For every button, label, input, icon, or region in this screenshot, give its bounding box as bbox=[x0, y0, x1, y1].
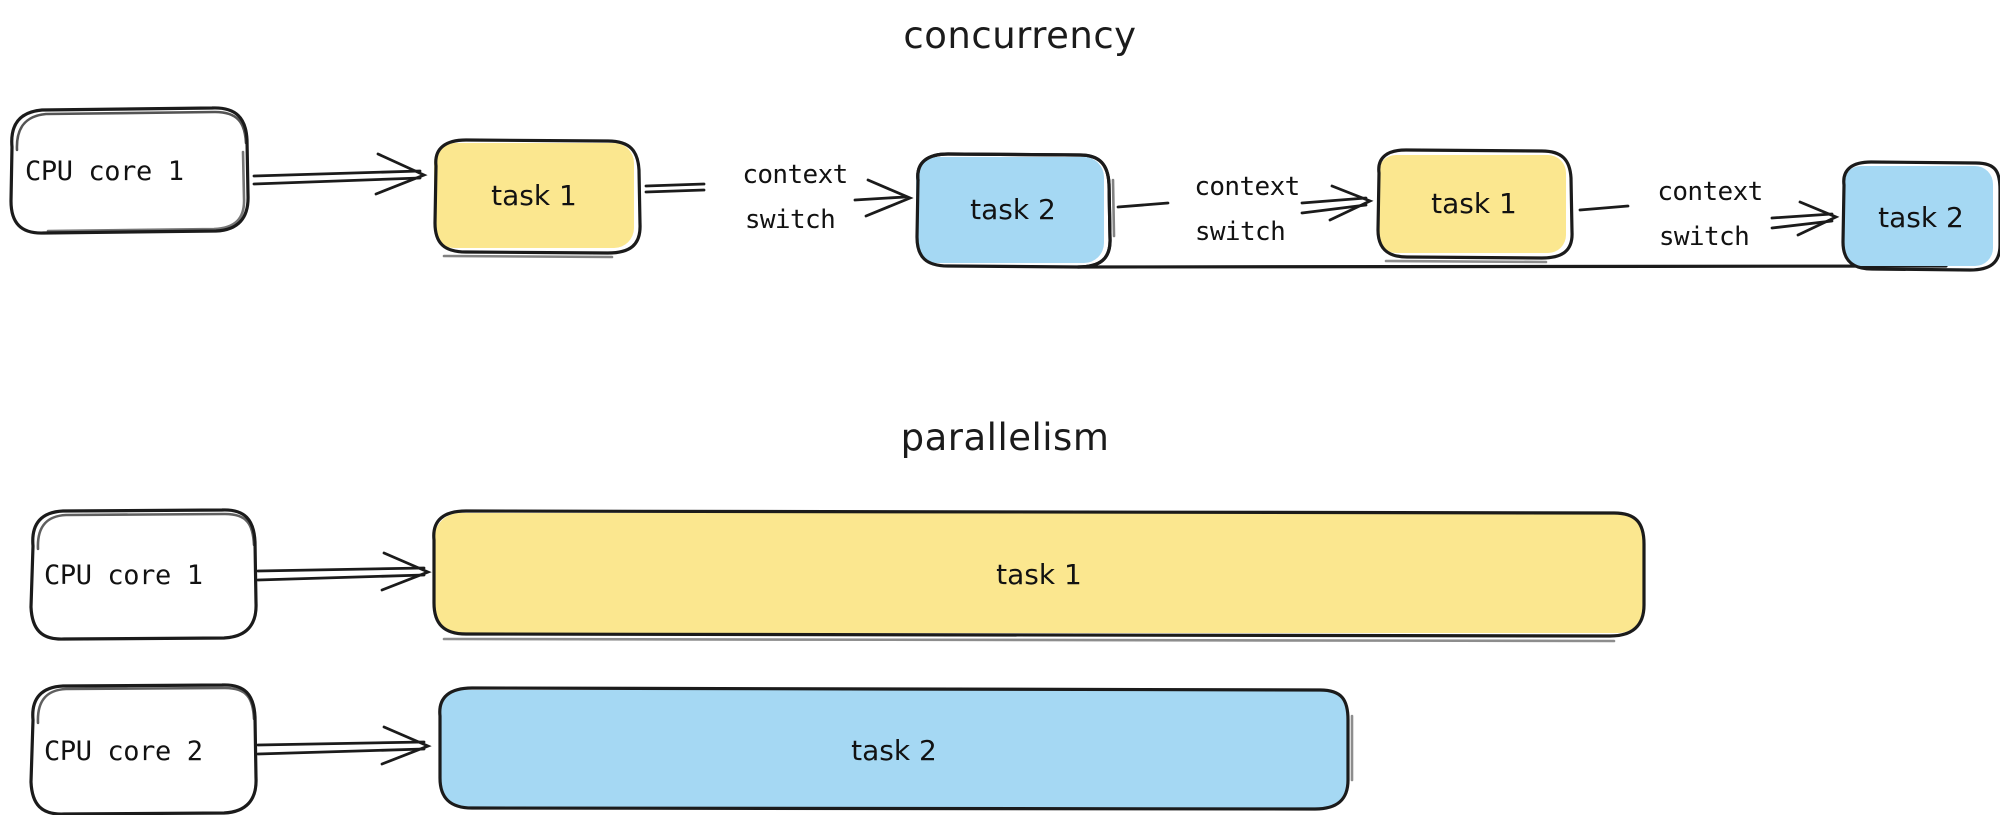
context-switch-2-line1: context bbox=[1194, 172, 1299, 202]
context-switch-1-line2: switch bbox=[745, 205, 835, 235]
concurrency-task-block-3[interactable]: task 1 bbox=[1376, 148, 1574, 264]
context-switch-3-line1: context bbox=[1657, 177, 1762, 207]
context-switch-2-line2: switch bbox=[1195, 217, 1285, 247]
parallelism-cpu-core-1-node[interactable]: CPU core 1 bbox=[29, 508, 258, 641]
concurrency-task-block-4-label: task 2 bbox=[1878, 201, 1964, 234]
arrow-core2-to-parallel-task2 bbox=[256, 725, 432, 766]
concurrency-task-block-1[interactable]: task 1 bbox=[433, 138, 642, 259]
arrow-core1-to-task1 bbox=[252, 152, 428, 196]
parallelism-cpu-core-1-label: CPU core 1 bbox=[44, 560, 203, 591]
concurrency-task-block-3-label: task 1 bbox=[1431, 187, 1517, 220]
context-switch-3: context switch bbox=[1578, 177, 1840, 252]
context-switch-2: context switch bbox=[1116, 172, 1374, 247]
concurrency-cpu-core-1-label: CPU core 1 bbox=[25, 156, 184, 187]
context-switch-3-line2: switch bbox=[1659, 222, 1749, 252]
context-switch-1: context switch bbox=[644, 160, 914, 235]
parallelism-task-bar-1[interactable]: task 1 bbox=[432, 509, 1646, 643]
concurrency-task-block-4[interactable]: task 2 bbox=[1841, 160, 2000, 272]
parallelism-task-bar-2-label: task 2 bbox=[851, 734, 937, 767]
parallelism-task-bar-2[interactable]: task 2 bbox=[438, 686, 1354, 811]
concurrency-cpu-core-1-node[interactable]: CPU core 1 bbox=[9, 106, 250, 235]
section-title-parallelism: parallelism bbox=[901, 416, 1110, 459]
section-title-concurrency: concurrency bbox=[903, 14, 1136, 57]
concurrency-task-block-2-label: task 2 bbox=[970, 193, 1056, 226]
concurrency-task-block-1-label: task 1 bbox=[491, 179, 577, 212]
concurrency-task-block-2[interactable]: task 2 bbox=[915, 152, 1948, 269]
parallelism-task-bar-1-label: task 1 bbox=[996, 558, 1082, 591]
arrow-core1-to-parallel-task1 bbox=[256, 551, 432, 592]
parallelism-cpu-core-2-node[interactable]: CPU core 2 bbox=[29, 683, 258, 815]
parallelism-cpu-core-2-label: CPU core 2 bbox=[44, 736, 203, 767]
context-switch-1-line1: context bbox=[742, 160, 847, 190]
